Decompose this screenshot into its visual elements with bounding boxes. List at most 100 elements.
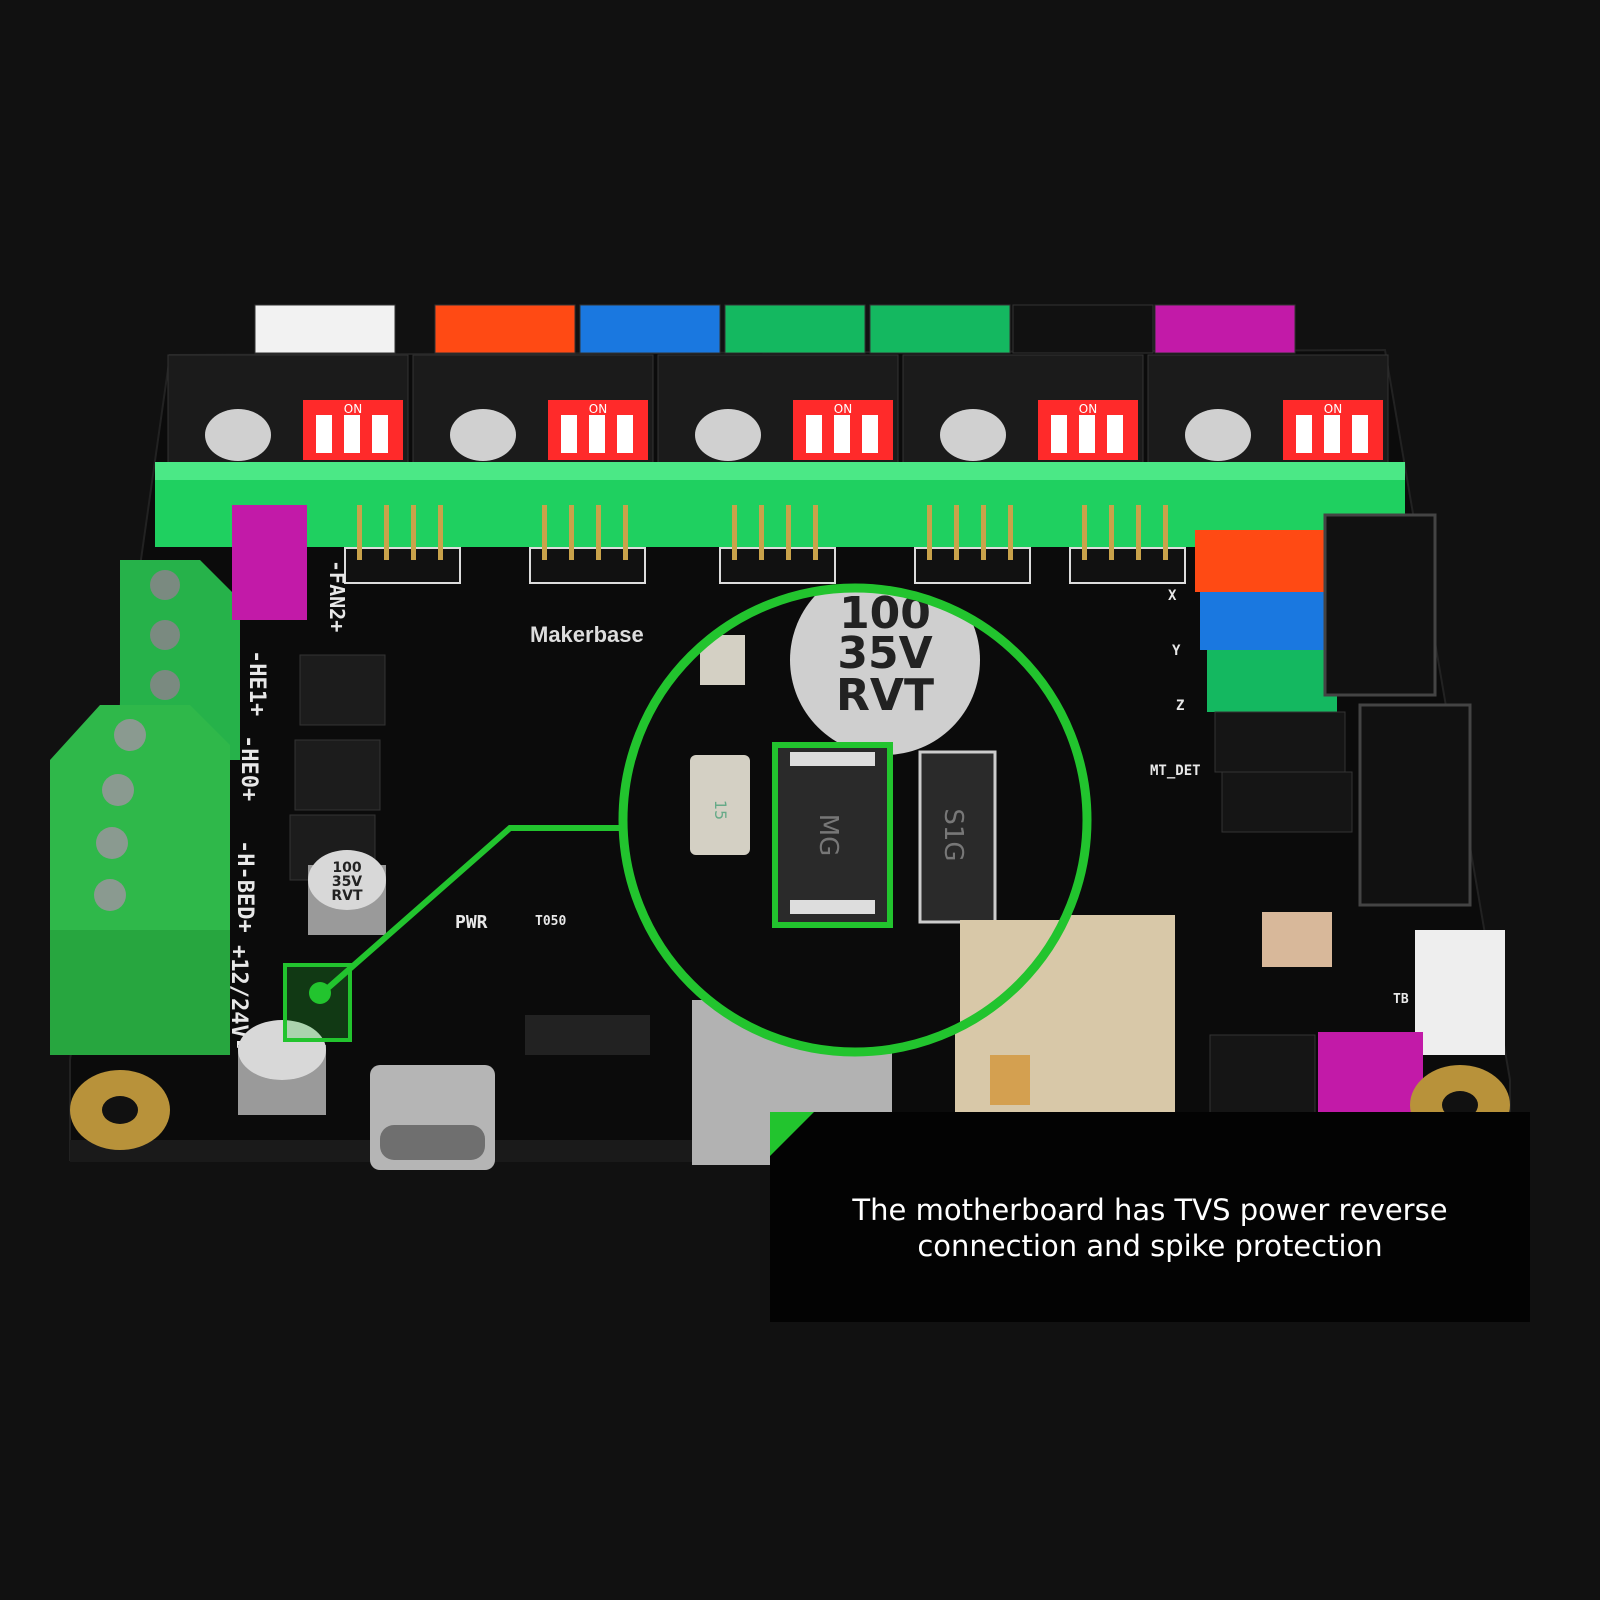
dip-toggle xyxy=(372,415,388,453)
pin-header xyxy=(1069,547,1186,584)
cap-text: 35V xyxy=(837,628,932,679)
top-connector xyxy=(434,304,576,354)
usb-c-opening xyxy=(380,1125,485,1160)
label-x: X xyxy=(1168,588,1177,604)
caption-line-2: connection and spike protection xyxy=(917,1229,1383,1263)
fuse-label: 15 xyxy=(711,800,730,820)
driver-capacitor xyxy=(205,409,271,461)
dip-toggle xyxy=(617,415,633,453)
dip-toggle xyxy=(316,415,332,453)
label-he1: -HE1+ xyxy=(244,650,269,716)
diode-label: S1G xyxy=(938,808,968,861)
top-connector xyxy=(869,304,1011,354)
driver-sockets: ON ON ON ON ON xyxy=(167,354,1389,466)
label-he0: -HE0+ xyxy=(236,735,261,801)
pin xyxy=(1136,505,1141,560)
tvs-diode-lead xyxy=(790,900,875,914)
zoom-circle-ring xyxy=(618,583,1092,1057)
top-connectors xyxy=(254,304,1296,354)
top-connector xyxy=(1154,304,1296,354)
dip-toggle xyxy=(561,415,577,453)
pin xyxy=(569,505,574,560)
top-connector xyxy=(579,304,721,354)
driver-capacitor xyxy=(940,409,1006,461)
capacitor-mid: 100 35V RVT xyxy=(308,850,386,935)
dip-toggle xyxy=(1324,415,1340,453)
label-fan2: -FAN2+ xyxy=(325,560,349,632)
label-pwr: PWR xyxy=(455,912,488,933)
zoom-fuse xyxy=(690,755,750,855)
brand-logo: Makerbase xyxy=(530,622,644,647)
dip-toggle xyxy=(862,415,878,453)
mosfets xyxy=(289,654,386,881)
pin xyxy=(1008,505,1013,560)
caption-line-1: The motherboard has TVS power reverse xyxy=(852,1193,1448,1227)
label-hbed: -H-BED+ xyxy=(232,840,257,933)
cap-text: 100 xyxy=(332,860,361,876)
dip-toggle xyxy=(344,415,360,453)
zoom-capacitor: 100 35V RVT xyxy=(790,588,980,755)
pin xyxy=(357,505,362,560)
label-tb: TB xyxy=(1393,992,1409,1007)
pin xyxy=(438,505,443,560)
pin xyxy=(732,505,737,560)
pin xyxy=(813,505,818,560)
pin xyxy=(596,505,601,560)
dip-label: ON xyxy=(344,402,362,416)
label-t050: T050 xyxy=(535,914,566,929)
pin xyxy=(954,505,959,560)
pin xyxy=(411,505,416,560)
dip-label: ON xyxy=(589,402,607,416)
dip-toggle xyxy=(1079,415,1095,453)
dip-toggle xyxy=(1296,415,1312,453)
dip-toggle xyxy=(1107,415,1123,453)
driver-chip xyxy=(525,1015,650,1055)
caption-accent-triangle xyxy=(770,1112,814,1156)
callout-dot xyxy=(309,982,331,1004)
driver-capacitor xyxy=(695,409,761,461)
capacitor-bottom xyxy=(238,1020,326,1115)
dip-toggle xyxy=(589,415,605,453)
label-mt-det: MT_DET xyxy=(1150,763,1201,779)
pin xyxy=(542,505,547,560)
pin-headers xyxy=(344,505,1186,584)
cap-text: 35V xyxy=(332,874,362,890)
top-connector xyxy=(254,304,396,354)
label-z: Z xyxy=(1176,698,1184,714)
right-connectors xyxy=(1195,513,1505,1142)
dip-label: ON xyxy=(1079,402,1097,416)
wifi-antenna xyxy=(990,1055,1030,1105)
label-y: Y xyxy=(1172,643,1181,659)
cap-text: RVT xyxy=(836,670,934,721)
top-connector xyxy=(1012,304,1154,354)
dip-toggle xyxy=(1051,415,1067,453)
terminal-block-power xyxy=(50,705,230,1055)
pin xyxy=(1163,505,1168,560)
pin xyxy=(927,505,932,560)
dip-toggle xyxy=(834,415,850,453)
dip-toggle xyxy=(1352,415,1368,453)
pin xyxy=(786,505,791,560)
driver-capacitor xyxy=(1185,409,1251,461)
pin xyxy=(1082,505,1087,560)
silkscreen: -FAN2+ -HE1+ -HE0+ -H-BED+ +12/24V- Make… xyxy=(226,560,1201,1051)
mounting-hole-left xyxy=(70,1070,170,1150)
callout-line xyxy=(318,825,630,998)
tvs-diode-label: MG xyxy=(813,814,843,857)
pin xyxy=(623,505,628,560)
caption-box: The motherboard has TVS power reverse co… xyxy=(770,1112,1530,1322)
pin xyxy=(759,505,764,560)
zoom-diode-s1g xyxy=(918,750,997,924)
caption-text: The motherboard has TVS power reverse co… xyxy=(770,1192,1530,1264)
pin xyxy=(384,505,389,560)
dip-label: ON xyxy=(1324,402,1342,416)
zoom-tvs-diode xyxy=(772,742,893,928)
pin xyxy=(1109,505,1114,560)
tvs-diode-lead xyxy=(790,752,875,766)
cap-text: RVT xyxy=(331,888,363,904)
dip-toggle xyxy=(806,415,822,453)
dip-label: ON xyxy=(834,402,852,416)
fan-connector xyxy=(232,505,307,620)
zoom-magnifier: 100 35V RVT 15 MG S1G xyxy=(623,588,1087,1052)
